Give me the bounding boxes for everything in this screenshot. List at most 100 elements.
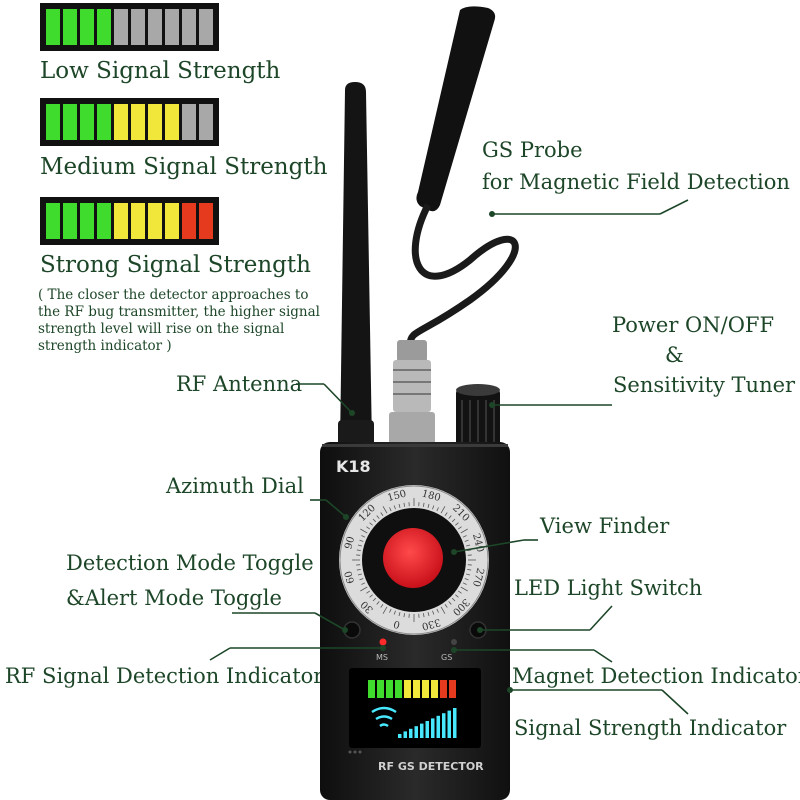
screen-segment [422, 680, 429, 698]
dial-tick [427, 612, 430, 617]
dial-tick [382, 606, 388, 614]
signal-segment [165, 104, 179, 140]
signal-segment [63, 9, 77, 45]
signal-segment [80, 104, 94, 140]
power-knob [456, 384, 500, 448]
signal-segment [131, 203, 145, 239]
magnet-detection-led [451, 639, 457, 645]
dial-tick [403, 613, 406, 618]
azimuth-dial-label: Azimuth Dial [166, 474, 304, 498]
low-signal-bar [40, 3, 219, 51]
screen-level-bar [453, 708, 457, 738]
dial-tick [366, 590, 370, 594]
dial-tick [372, 597, 377, 602]
dial-tick [398, 612, 401, 617]
mode-toggle-label-2: &Alert Mode Toggle [66, 586, 282, 610]
dial-tick [366, 526, 370, 530]
dial-tick [357, 573, 362, 576]
dial-tick [444, 604, 448, 608]
signal-segment [148, 203, 162, 239]
signal-segment [63, 203, 77, 239]
dial-tick [440, 606, 446, 614]
dial-number: 330 [420, 616, 441, 632]
dial-number: 0 [392, 618, 401, 630]
dial-tick [380, 512, 384, 516]
dial-tick [382, 506, 388, 514]
wifi-icon [371, 706, 397, 728]
signal-segment [182, 203, 196, 239]
screen-level-bar [436, 715, 440, 738]
dial-tick [464, 539, 469, 542]
dial-tick [432, 610, 435, 615]
dial-tick [444, 512, 448, 516]
screen-level-bar [425, 721, 429, 738]
dial-tick [448, 515, 452, 519]
screen-segment [449, 680, 456, 698]
view-finder-label: View Finder [540, 514, 670, 538]
signal-segment [97, 9, 111, 45]
ms-label: MS [376, 653, 388, 662]
signal-segment [199, 9, 213, 45]
dial-tick [462, 582, 467, 585]
led-switch-label: LED Light Switch [514, 576, 703, 600]
signal-segment [165, 9, 179, 45]
screen-segment [368, 680, 375, 698]
dial-tick [359, 578, 364, 581]
dial-number: 150 [386, 488, 407, 504]
dial-tick [458, 590, 462, 594]
magnet-indicator-label: Magnet Detection Indicator [512, 664, 800, 688]
screen-level-bar [431, 718, 435, 738]
screen-level-bar [420, 723, 424, 738]
screen-segment [386, 680, 393, 698]
dial-tick [440, 506, 446, 514]
screen-segment [377, 680, 384, 698]
dial-tick [398, 503, 401, 508]
dial-tick [436, 608, 439, 613]
dial-tick [462, 535, 467, 538]
signal-segment [46, 203, 60, 239]
screen-segment [395, 680, 402, 698]
strong-signal-bar [40, 197, 219, 245]
dial-tick [436, 507, 439, 512]
mode-toggle-label: Detection Mode Toggle [66, 551, 314, 575]
dial-tick [369, 522, 373, 526]
dial-tick [455, 522, 459, 526]
signal-segment [80, 9, 94, 45]
dial-tick [422, 502, 425, 507]
dial-tick [467, 568, 472, 571]
signal-segment [46, 9, 60, 45]
signal-indicator-label: Signal Strength Indicator [514, 716, 787, 740]
dial-tick [467, 549, 472, 552]
signal-segment [80, 203, 94, 239]
screen-segment [431, 680, 438, 698]
signal-segment [182, 104, 196, 140]
dial-number: 90 [343, 535, 357, 550]
signal-segment [165, 203, 179, 239]
screen-level-bar [447, 710, 451, 738]
dial-number: 60 [343, 570, 357, 585]
dial-tick [360, 528, 368, 534]
power-label-2: & [665, 343, 684, 367]
signal-segment [97, 104, 111, 140]
model-label: K18 [336, 457, 371, 476]
dial-tick [455, 594, 459, 598]
gs-label: GS [441, 653, 452, 662]
signal-segment [131, 104, 145, 140]
dial-tick [372, 518, 377, 523]
screen-level-bar [398, 734, 402, 738]
dial-tick [369, 594, 373, 598]
dial-tick [466, 573, 471, 576]
signal-segment [46, 104, 60, 140]
dial-tick [451, 597, 456, 602]
dial-tick [460, 528, 468, 534]
screen-segment [413, 680, 420, 698]
power-label-3: Sensitivity Tuner [613, 373, 796, 397]
signal-segment [199, 104, 213, 140]
dial-tick [460, 586, 468, 592]
dial-tick [357, 544, 362, 547]
dial-tick [403, 502, 406, 507]
dial-tick [466, 544, 471, 547]
signal-segment [148, 9, 162, 45]
